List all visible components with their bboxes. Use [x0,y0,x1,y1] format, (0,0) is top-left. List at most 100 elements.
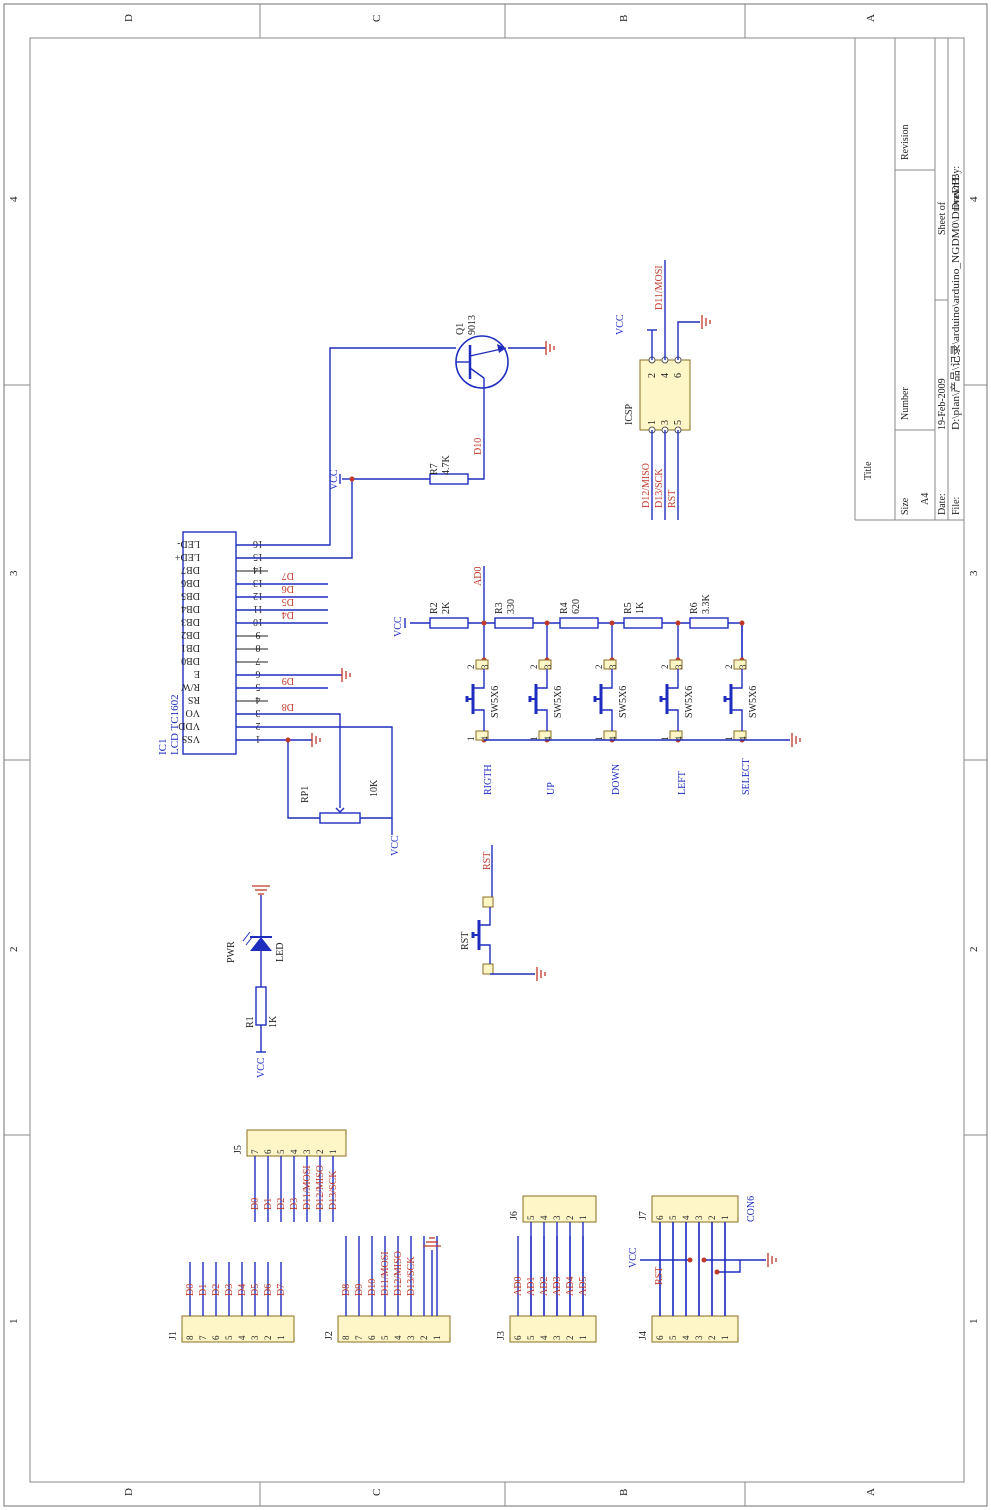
lcd-wiring [236,347,546,835]
ground-symbol [341,668,351,682]
rp1-vcc-label: VCC [390,835,401,856]
zone-letter: D [123,14,135,22]
connector-ref: J7 [638,1211,649,1220]
connector-net: D4 [237,1284,248,1296]
icsp-pin: 5 [673,420,684,425]
r7-value: 4.7K [441,455,452,476]
zone-number: 3 [968,570,980,576]
ladder-resistor-ref: R2 [429,602,440,614]
connector-ref: J6 [509,1211,520,1220]
connector-net: D7 [276,1284,287,1296]
connector-pin: 7 [250,1149,260,1154]
switch-pin: 4 [738,736,748,741]
r7-net: D10 [473,438,484,455]
ground-symbol [252,885,270,895]
ladder-resistor-ref: R5 [623,602,634,614]
connector-net: AD0 [513,1277,524,1296]
lcd-pin-name: DB7 [181,564,200,575]
zone-letter: B [618,1489,630,1496]
led-ref: PWR [226,941,237,963]
switch-pin: 3 [480,664,490,669]
r1-ref: R1 [245,1016,256,1028]
j4-vcc-label: VCC [628,1247,639,1268]
zone-letter: A [865,14,877,22]
connector-pin: 5 [224,1335,234,1340]
reset-ref: RST [460,932,471,950]
connector-pin: 1 [578,1216,588,1221]
ladder-net-ad0: AD0 [473,567,484,586]
ladder-resistor [559,617,599,629]
connector-pin: 4 [289,1149,299,1154]
ladder-resistor-value: 2K [441,601,452,614]
connector-pin: 4 [539,1335,549,1340]
lcd-pin-number: 9 [256,629,261,640]
lcd-pin-number: 8 [256,642,261,653]
connector-net: D13/SCK [328,1170,339,1210]
connector-pin: 5 [526,1215,536,1220]
outer-border [3,3,988,1507]
connector-pin: 1 [432,1336,442,1341]
connector-pin: 2 [315,1150,325,1155]
rp1-value: 10K [369,779,380,797]
lcd-pin-number: 11 [253,603,263,614]
connector-pin: 6 [263,1149,273,1154]
j7-part: CON6 [746,1196,757,1222]
lcd-pins: 1VSS2VDD3VO4RS5R/W6E7DB08DB19DB210DB311D… [175,538,268,744]
number-label: Number [900,387,911,420]
lcd-pin-name: LED+ [175,551,200,562]
connector-net: D11/MOSI [380,1251,391,1296]
lcd-pin-name: DB6 [181,577,200,588]
icsp-pin: 6 [673,373,684,378]
connector-net: D12/MISO [315,1165,326,1210]
inner-border [29,37,965,1483]
switch-pin: 2 [724,665,734,670]
connector-net: D3 [224,1284,235,1296]
title-label: Title [863,461,874,480]
lcd-pin-name: VSS [182,733,200,744]
lcd-net-d4: D4 [282,609,294,620]
ladder-resistor-ref: R4 [559,602,570,614]
switch-pin: 1 [466,737,476,742]
connector-pin: 3 [302,1149,312,1154]
icsp-net-miso: D12/MISO [641,463,652,508]
ground-symbol [791,733,801,747]
title-block: Title Size A4 Number Revision Date: 19-F… [854,38,964,521]
connector-net: D12/MISO [393,1251,404,1296]
icsp-pin: 3 [660,420,671,425]
vcc-label: VCC [329,469,340,490]
button-name-1: UP [546,782,557,795]
connector-pin: 1 [276,1336,286,1341]
connector-net: D5 [250,1284,261,1296]
switch-pin: 1 [594,737,604,742]
ladder-vcc-label: VCC [393,616,404,637]
lcd-pin-number: 2 [256,720,261,731]
connector-pin: 7 [354,1335,364,1340]
button-name-0: RIGTH [483,764,494,795]
connector-pin: 2 [263,1336,273,1341]
lcd-pin-number: 13 [253,577,263,588]
lcd-pin-name: RS [188,694,200,705]
q1-ref: Q1 [455,323,466,335]
lcd-net-d5: D5 [282,596,294,607]
zone-letter: C [371,15,383,22]
switch-pin: 2 [466,665,476,670]
lcd-ref: IC1 [157,739,169,756]
connector-pin: 8 [341,1335,351,1340]
lcd-pin-name: DB5 [181,590,200,601]
icsp-net-sck: D13/SCK [654,468,665,508]
led-part: LED [275,943,286,962]
ladder-resistor-ref: R3 [494,602,505,614]
connector-pin: 6 [655,1335,665,1340]
button-name-4: SELECT [741,758,752,795]
connector-pin: 3 [694,1215,704,1220]
lcd-pin-number: 15 [253,551,263,562]
icsp-pin: 2 [647,373,658,378]
date-value: 19-Feb-2009 [937,378,948,430]
button-name-2: DOWN [611,764,622,795]
zone-number: 2 [968,947,980,953]
